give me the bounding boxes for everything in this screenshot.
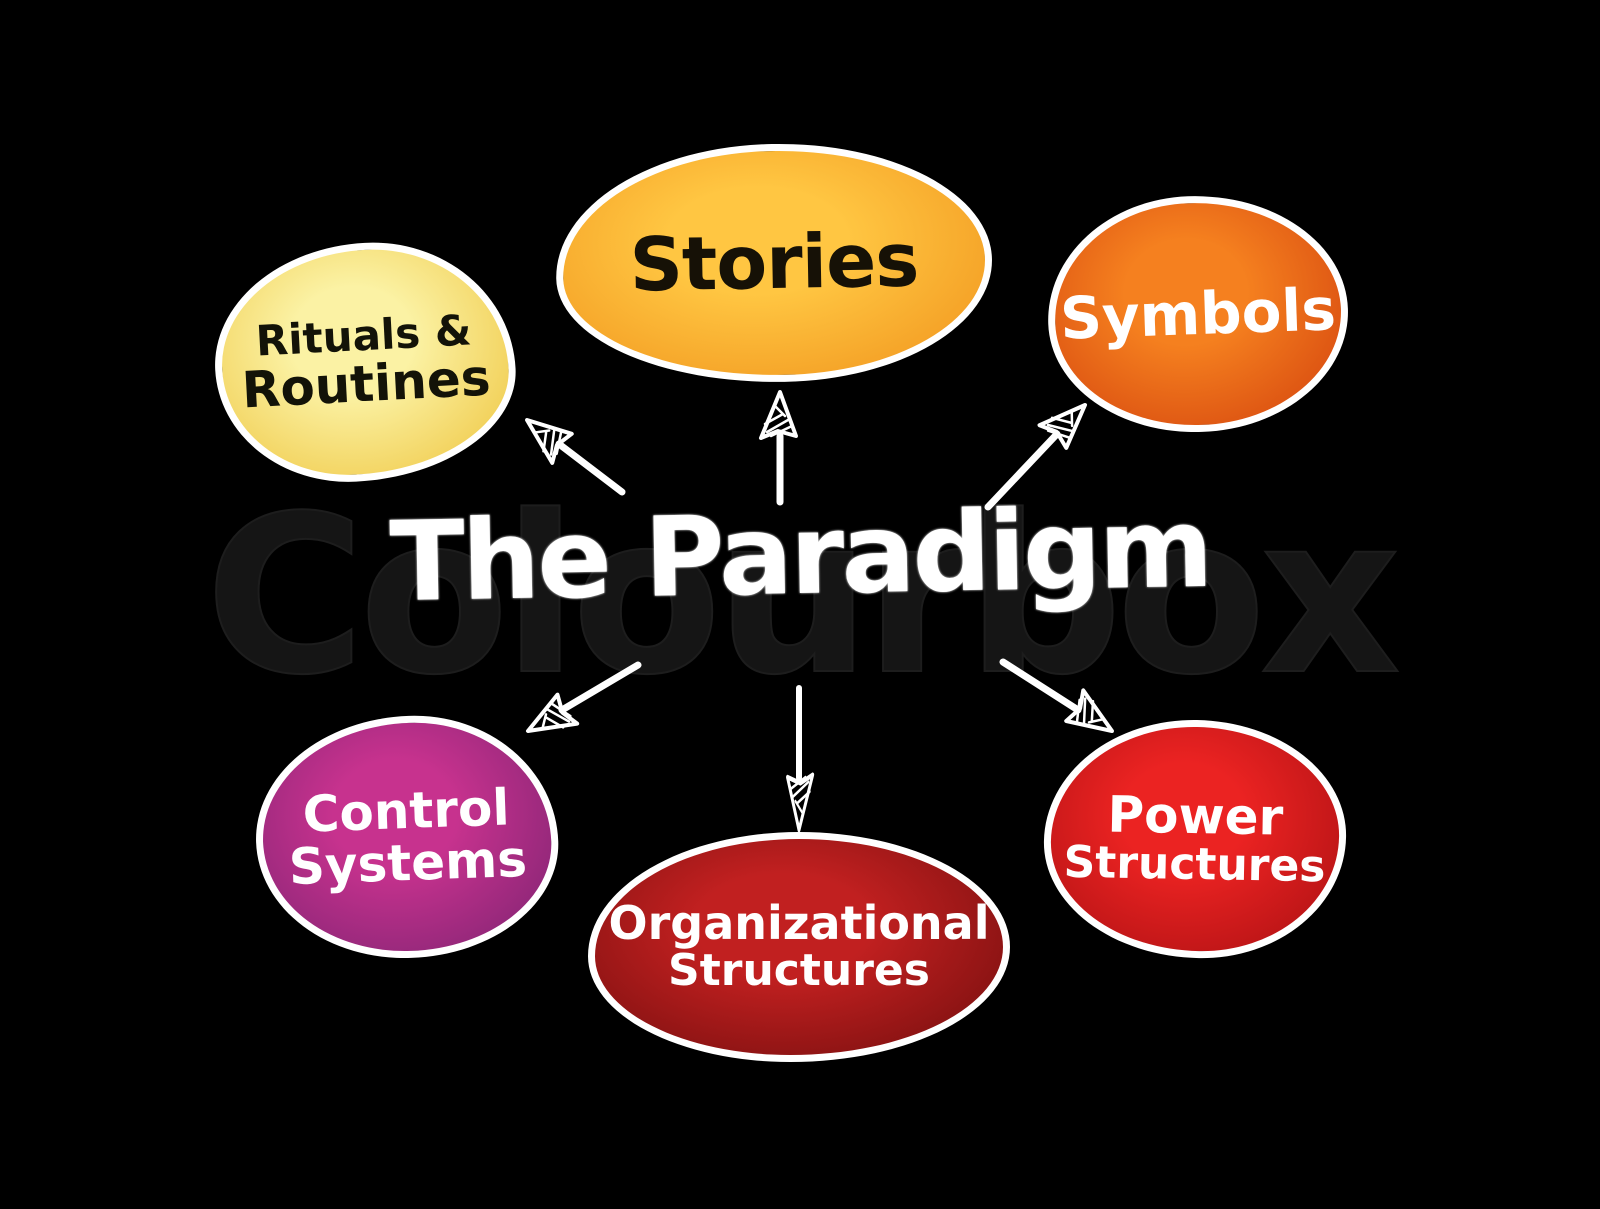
node-control-systems: Control Systems (251, 710, 563, 964)
node-power-structures: Power Structures (1041, 717, 1349, 961)
node-label: Power (1107, 785, 1284, 847)
node-rituals-routines: Rituals & Routines (208, 235, 522, 489)
node-label: Structures (668, 945, 930, 997)
node-symbols: Symbols (1043, 190, 1353, 438)
node-label: Structures (1063, 836, 1326, 893)
node-label: Stories (628, 217, 920, 309)
central-topic-title: The Paradigm (388, 483, 1212, 627)
node-label: Symbols (1058, 275, 1337, 353)
node-organizational-structures: Organizational Structures (588, 832, 1010, 1062)
watermark-text: Colourbox (204, 470, 1401, 723)
node-stories: Stories (553, 140, 995, 386)
node-label: Systems (287, 829, 528, 897)
node-label: Routines (240, 348, 492, 420)
node-label: Organizational (608, 896, 990, 951)
